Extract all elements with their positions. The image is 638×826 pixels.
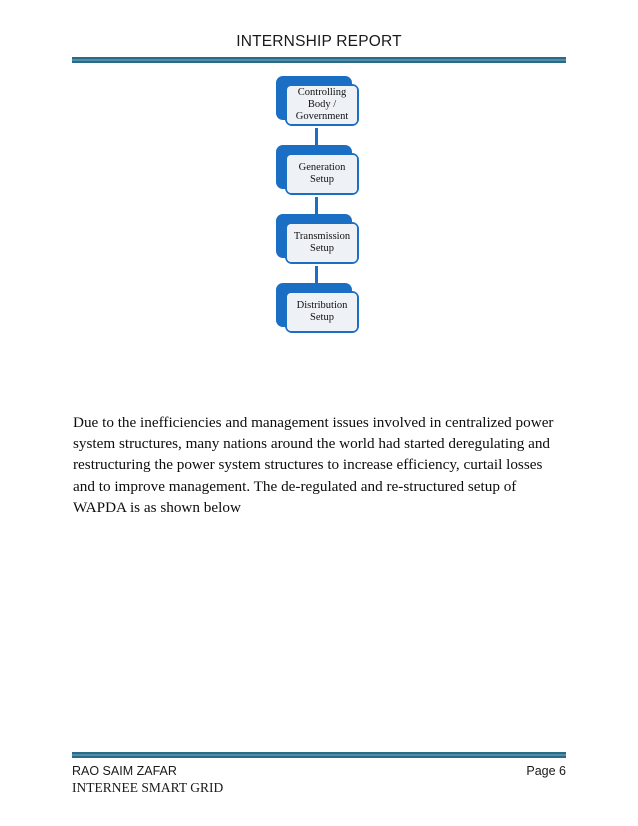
header-rule-middle-line [72,59,566,61]
footer-left-block: RAO SAIM ZAFAR INTERNEE SMART GRID [72,763,223,796]
flowchart-connector-3 [314,266,318,283]
page-footer: RAO SAIM ZAFAR INTERNEE SMART GRID Page … [72,747,566,796]
node-face: Transmission Setup [285,222,359,264]
header-rule-bottom-line [72,61,566,63]
footer-rule-bottom-line [72,756,566,758]
node-face: Generation Setup [285,153,359,195]
node-face: Controlling Body / Government [285,84,359,126]
flowchart-connector-1 [314,128,318,145]
footer-subtitle: INTERNEE SMART GRID [72,780,224,795]
flowchart-node-transmission-setup: Transmission Setup [276,214,362,266]
header-rule-top-line [72,57,566,59]
node-face-inner: Generation Setup [287,155,357,193]
flowchart-connector-2 [314,197,318,214]
node-face-inner: Controlling Body / Government [287,86,357,124]
footer-rule-middle-line [72,754,566,756]
flowchart-node-distribution-setup: Distribution Setup [276,283,362,335]
page-title: INTERNSHIP REPORT [236,33,402,50]
flowchart-node-generation-setup: Generation Setup [276,145,362,197]
footer-divider-rule [72,752,566,758]
node-label: Transmission Setup [293,231,351,254]
power-system-flowchart: Controlling Body / Government Generation… [0,76,638,335]
footer-author-name: RAO SAIM ZAFAR [72,764,177,778]
node-face: Distribution Setup [285,291,359,333]
body-paragraph: Due to the inefficiencies and management… [73,414,554,516]
footer-content-row: RAO SAIM ZAFAR INTERNEE SMART GRID Page … [72,763,566,796]
page-header: INTERNSHIP REPORT [72,32,566,63]
node-label: Generation Setup [298,162,346,185]
flowchart-node-controlling-body: Controlling Body / Government [276,76,362,128]
node-label: Distribution Setup [296,300,348,323]
footer-rule-top-line [72,752,566,754]
footer-page-number: Page 6 [526,764,566,778]
header-divider-rule [72,57,566,63]
node-face-inner: Distribution Setup [287,293,357,331]
node-face-inner: Transmission Setup [287,224,357,262]
node-label: Controlling Body / Government [295,87,349,122]
